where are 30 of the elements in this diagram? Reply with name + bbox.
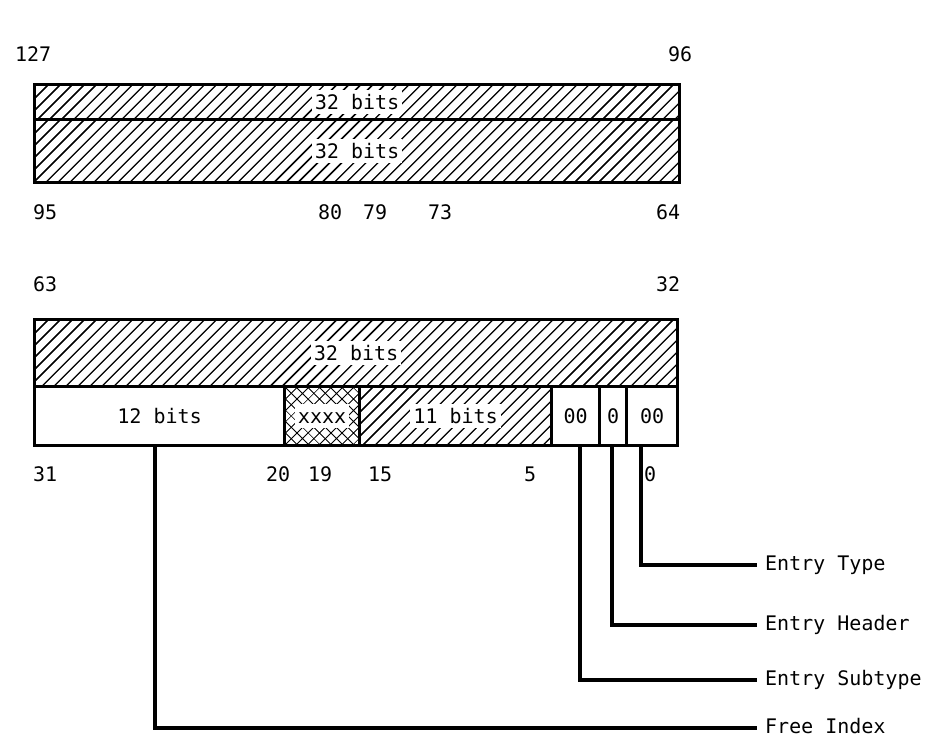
bit-number: 127 — [14, 42, 52, 66]
bit-number: 80 — [318, 200, 342, 224]
bit-number: 73 — [428, 200, 452, 224]
bit-number: 32 — [656, 272, 680, 296]
bit-field: 12 bits — [33, 385, 286, 447]
leader-line — [610, 447, 757, 627]
bit-number: 79 — [362, 200, 388, 224]
bit-field: 32 bits — [33, 83, 681, 121]
bit-number: 0 — [644, 462, 656, 486]
bit-field: 32 bits — [33, 318, 679, 388]
bit-number: 5 — [524, 462, 536, 486]
bit-number: 64 — [656, 200, 680, 224]
bit-number: 63 — [32, 272, 58, 296]
field-label: Entry Header — [765, 611, 910, 635]
bit-number: 15 — [368, 462, 392, 486]
bit-field: xxxx — [283, 385, 361, 447]
leader-line — [153, 447, 757, 730]
leader-line — [578, 447, 757, 682]
leader-line — [639, 447, 757, 567]
field-label: Entry Subtype — [765, 666, 922, 690]
bit-number: 95 — [32, 200, 58, 224]
bit-field: 32 bits — [33, 118, 681, 184]
bit-field: 00 — [625, 385, 679, 447]
field-label: Free Index — [765, 714, 886, 738]
bit-number: 19 — [308, 462, 332, 486]
bit-field: 11 bits — [358, 385, 553, 447]
bit-number: 96 — [668, 42, 692, 66]
field-label: Entry Type — [765, 551, 886, 575]
bit-number: 31 — [32, 462, 58, 486]
bit-number: 20 — [266, 462, 290, 486]
